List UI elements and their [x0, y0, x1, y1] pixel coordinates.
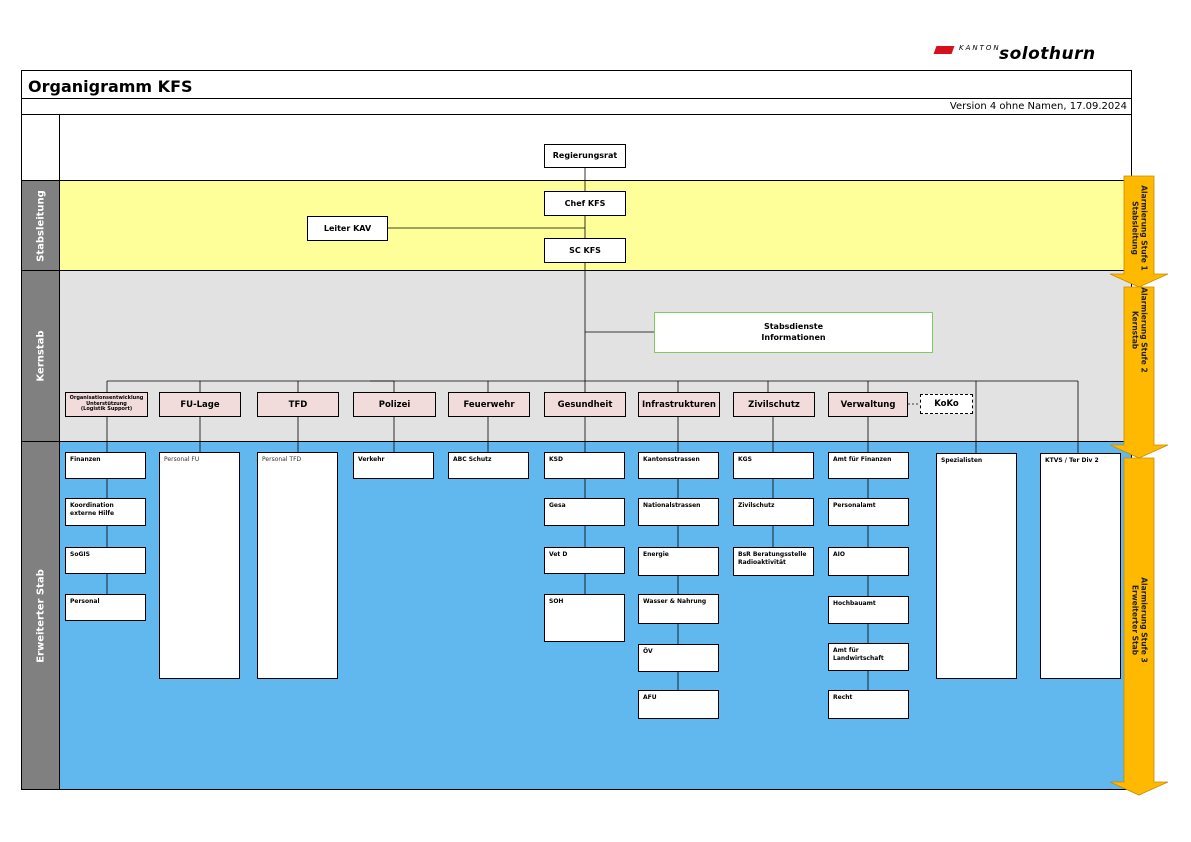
unit-feuerwehr: Feuerwehr: [448, 392, 530, 417]
alert-label-stufe-2: Alarmierung Stufe 2 Kernstab: [1130, 287, 1149, 373]
alert-3-line-1: Alarmierung Stufe 3: [1139, 577, 1149, 663]
kanton-solothurn-logo: KANTON solothurn: [933, 42, 1105, 64]
sub-amt-fuer-finanzen: Amt für Finanzen: [828, 452, 909, 479]
sub-vet-d: Vet D: [544, 547, 625, 574]
sub-soh: SOH: [544, 594, 625, 642]
sub-ktvs-ter-div: KTVS / Ter Div 2: [1040, 453, 1121, 679]
page-title: Organigramm KFS: [22, 71, 1131, 99]
unit-koko: KoKo: [920, 394, 973, 414]
sub-personal-fu: Personal FU: [159, 452, 240, 679]
sub-gesa: Gesa: [544, 498, 625, 526]
sub-nationalstrassen: Nationalstrassen: [638, 498, 719, 526]
sub-spezialisten: Spezialisten: [936, 453, 1017, 679]
sub-kgs: KGS: [733, 452, 814, 479]
sub-kantonsstrassen: Kantonsstrassen: [638, 452, 719, 479]
sub-koordination-externe-hilfe: Koordination externe Hilfe: [65, 498, 146, 526]
alert-1-line-2: Stabsleitung: [1130, 201, 1139, 255]
sub-wasser-nahrung: Wasser & Nahrung: [638, 594, 719, 624]
side-label-kernstab: Kernstab: [22, 270, 60, 441]
orga-line-3: (Logistik Support): [80, 406, 133, 413]
orga-line-2: Unterstützung: [86, 400, 127, 407]
logo-kanton-text: KANTON: [959, 44, 1001, 52]
sc-kfs-box: SC KFS: [544, 238, 626, 263]
sub-zivilschutz: Zivilschutz: [733, 498, 814, 526]
sub-amt-fuer-landwirtschaft: Amt für Landwirtschaft: [828, 643, 909, 671]
sub-afu: AFU: [638, 690, 719, 719]
unit-fu-lage: FU-Lage: [159, 392, 241, 417]
unit-infrastrukturen: Infrastrukturen: [638, 392, 720, 417]
sub-recht: Recht: [828, 690, 909, 719]
stabsdienste-label: Stabsdienste: [763, 322, 824, 332]
unit-gesundheit: Gesundheit: [544, 392, 626, 417]
alert-2-line-1: Alarmierung Stufe 2: [1139, 287, 1149, 373]
unit-zivilschutz: Zivilschutz: [733, 392, 815, 417]
alert-label-stufe-1: Alarmierung Stufe 1 Stabsleitung: [1130, 185, 1149, 271]
chef-kfs-box: Chef KFS: [544, 191, 626, 216]
sub-personal: Personal: [65, 594, 146, 621]
sub-ksd: KSD: [544, 452, 625, 479]
side-blank: [22, 115, 60, 180]
sub-finanzen: Finanzen: [65, 452, 146, 479]
sub-sogis: SoGIS: [65, 547, 146, 574]
alert-1-line-1: Alarmierung Stufe 1: [1139, 185, 1149, 271]
alert-arrow-3: [1109, 457, 1169, 796]
version-info: Version 4 ohne Namen, 17.09.2024: [22, 99, 1131, 115]
sub-bsr-beratungsstelle: BsR Beratungsstelle Radioaktivität: [733, 547, 814, 576]
leiter-kav-box: Leiter KAV: [307, 216, 388, 241]
alert-label-stufe-3: Alarmierung Stufe 3 Erweiterter Stab: [1130, 577, 1149, 663]
alert-arrow-1: [1109, 175, 1169, 288]
regierungsrat-box: Regierungsrat: [544, 144, 626, 168]
unit-verwaltung: Verwaltung: [828, 392, 908, 417]
sub-abc-schutz: ABC Schutz: [448, 452, 529, 479]
sub-aio: AIO: [828, 547, 909, 576]
sub-energie: Energie: [638, 547, 719, 576]
unit-tfd: TFD: [257, 392, 339, 417]
side-label-stabsleitung: Stabsleitung: [22, 180, 60, 270]
sub-verkehr: Verkehr: [353, 452, 434, 479]
sub-personal-tfd: Personal TFD: [257, 452, 338, 679]
unit-polizei: Polizei: [353, 392, 436, 417]
alert-2-line-2: Kernstab: [1130, 310, 1139, 350]
alert-3-line-2: Erweiterter Stab: [1130, 584, 1139, 656]
alert-arrow-2: [1109, 286, 1169, 459]
informationen-label: Informationen: [761, 332, 826, 342]
sub-oev: ÖV: [638, 644, 719, 672]
side-label-erweiterter-stab: Erweiterter Stab: [22, 441, 60, 789]
sub-hochbauamt: Hochbauamt: [828, 596, 909, 624]
logo-name-text: solothurn: [999, 44, 1096, 64]
orga-line-1: Organisationsentwicklung: [69, 395, 144, 402]
sub-personalamt: Personalamt: [828, 498, 909, 526]
